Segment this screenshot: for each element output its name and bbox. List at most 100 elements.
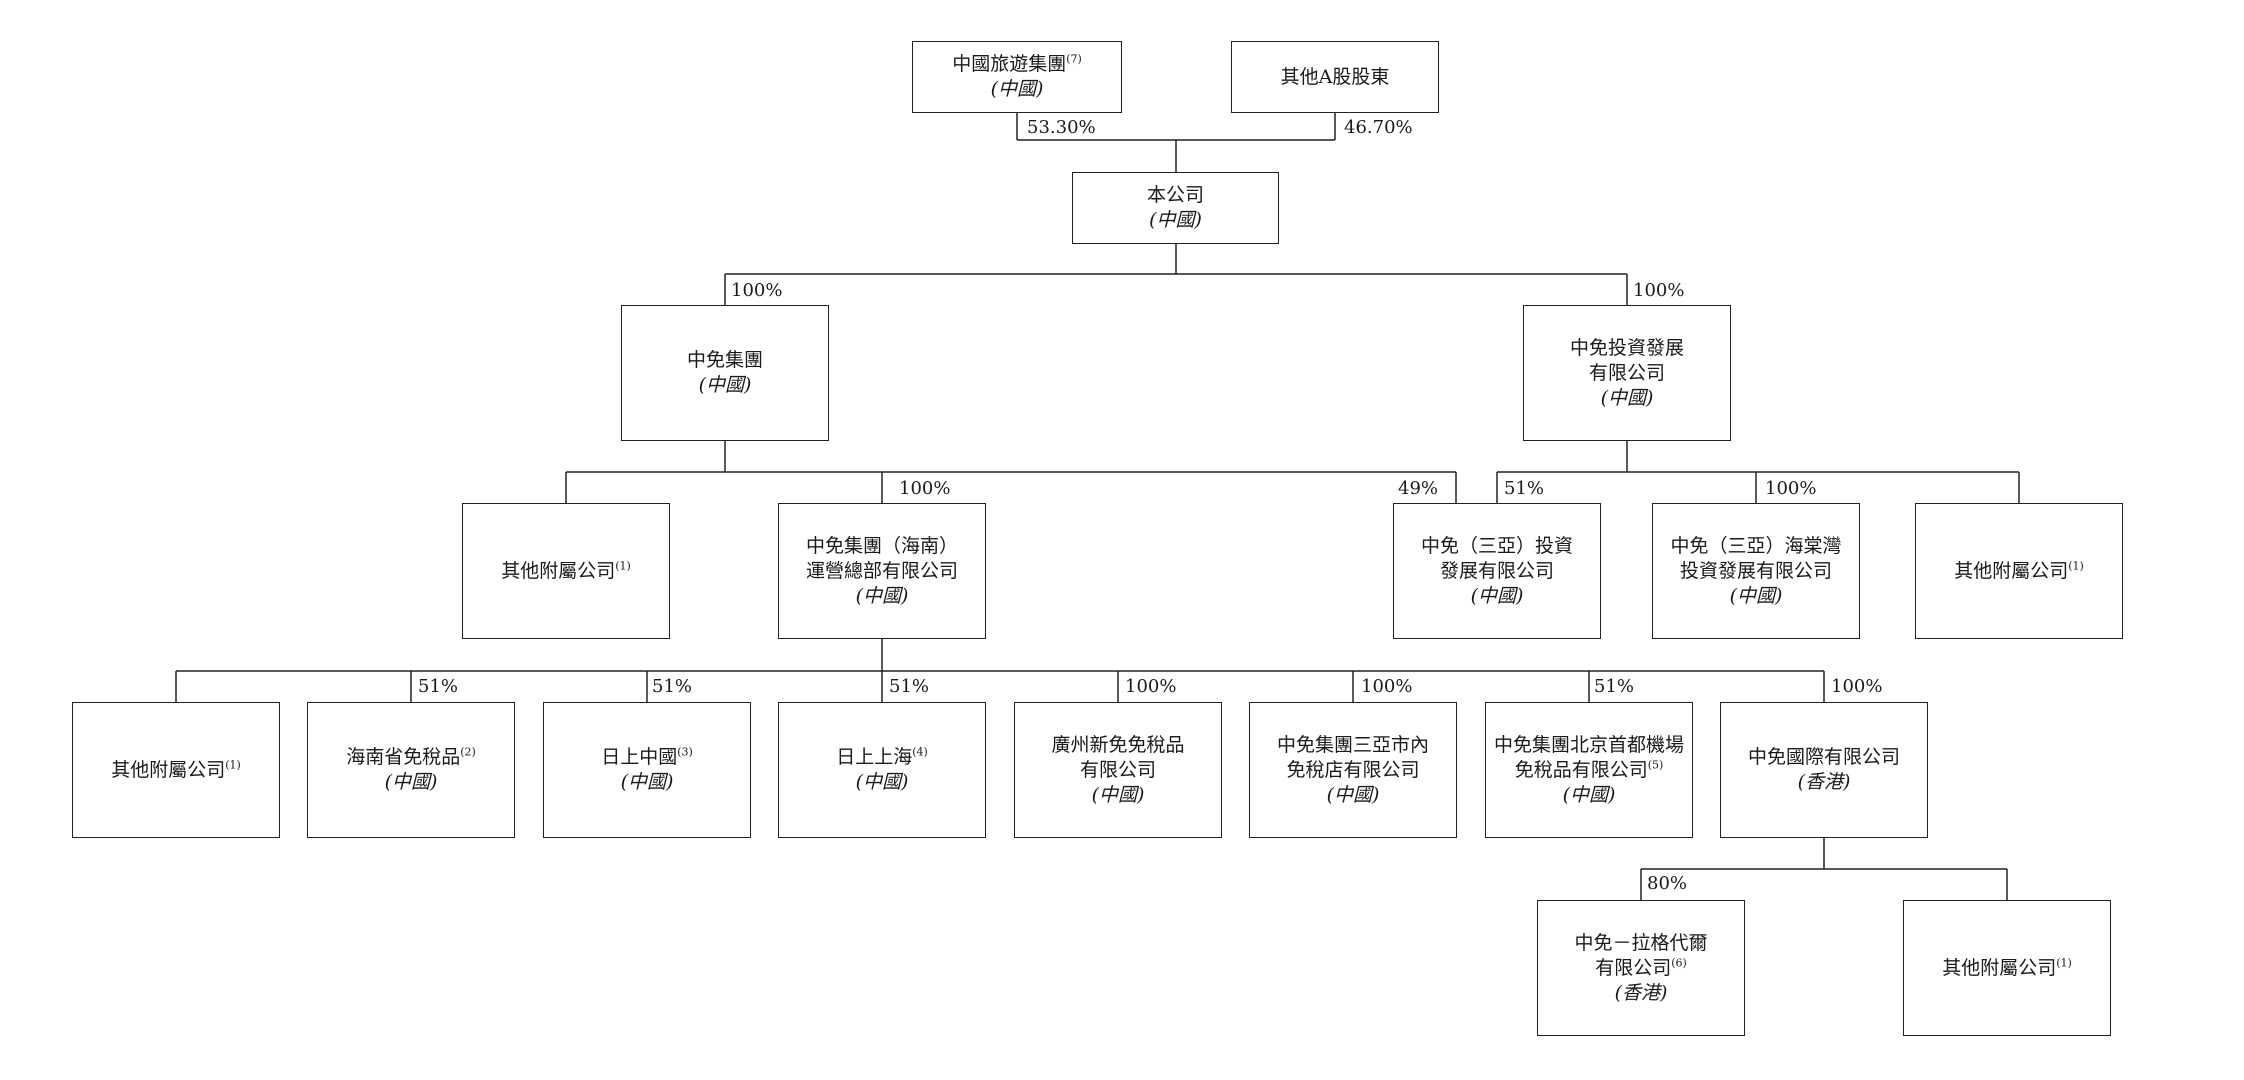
footnote-marker: (5) — [1647, 758, 1664, 772]
footnote-marker: (7) — [1066, 52, 1082, 66]
entity-name-text: 中免集團北京首都機場 免稅品有限公司 — [1493, 733, 1684, 781]
ownership-percentage: 51% — [1504, 478, 1545, 499]
entity-name: 中免集團北京首都機場 免稅品有限公司(5) — [1494, 733, 1684, 783]
entity-name: 日上上海(4) — [836, 745, 928, 770]
entity-name-text: 日上中國 — [601, 746, 678, 768]
entity-name: 中免集團（海南） 運營總部有限公司 — [806, 534, 958, 584]
entity-name: 中免國際有限公司 — [1748, 745, 1900, 770]
entity-name-text: 中免集團三亞市內 免稅店有限公司 — [1276, 733, 1429, 781]
entity-box-beijing: 中免集團北京首都機場 免稅品有限公司(5)(中國) — [1485, 702, 1693, 838]
footnote-marker: (1) — [2056, 956, 2072, 970]
footnote-marker: (3) — [677, 745, 693, 759]
ownership-percentage: 100% — [1361, 676, 1413, 697]
entity-name: 海南省免稅品(2) — [346, 745, 476, 770]
entity-location: (中國) — [1091, 783, 1145, 806]
ownership-percentage: 51% — [889, 676, 930, 697]
entity-location: (中國) — [990, 78, 1044, 100]
entity-name-text: 中免（三亞）海棠灣 投資發展有限公司 — [1670, 534, 1842, 582]
entity-location: (香港) — [1614, 981, 1668, 1004]
entity-box-other-sub-3: 其他附屬公司(1) — [72, 702, 280, 838]
entity-name: 中免集團 — [687, 348, 763, 373]
entity-name: 其他附屬公司(1) — [111, 758, 241, 783]
ownership-percentage: 100% — [1125, 676, 1177, 697]
entity-name-text: 中免集團 — [686, 349, 763, 371]
entity-name: 中免－拉格代爾 有限公司(6) — [1574, 931, 1707, 981]
entity-name-text: 其他A股股東 — [1280, 65, 1390, 88]
entity-box-sunrise-sh: 日上上海(4)(中國) — [778, 702, 986, 838]
entity-name-text: 中免集團（海南） 運營總部有限公司 — [805, 534, 958, 582]
ownership-percentage: 51% — [418, 676, 459, 697]
entity-box-other-sub-1: 其他附屬公司(1) — [462, 503, 670, 639]
ownership-percentage: 49% — [1398, 478, 1439, 499]
ownership-percentage: 53.30% — [1027, 117, 1096, 138]
entity-box-sanya-invest: 中免（三亞）投資 發展有限公司(中國) — [1393, 503, 1601, 639]
entity-box-cdf-hainan: 中免集團（海南） 運營總部有限公司(中國) — [778, 503, 986, 639]
ownership-percentage: 80% — [1647, 873, 1688, 894]
footnote-marker: (1) — [2068, 559, 2084, 573]
entity-name: 本公司 — [1147, 183, 1204, 208]
ownership-percentage: 46.70% — [1344, 117, 1413, 138]
entity-name-text: 海南省免稅品 — [346, 746, 461, 768]
entity-box-cdfg: 中免集團 (中國) — [621, 305, 829, 441]
entity-name: 日上中國(3) — [601, 745, 693, 770]
entity-name-text: 中免（三亞）投資 發展有限公司 — [1420, 534, 1573, 582]
entity-location: (中國) — [1600, 386, 1654, 409]
entity-box-other-sub-4: 其他附屬公司(1) — [1903, 900, 2111, 1036]
entity-box-cits: 中國旅遊集團(7)(中國) — [912, 41, 1122, 113]
entity-location: (中國) — [855, 771, 909, 793]
ownership-percentage: 100% — [731, 280, 783, 301]
footnote-marker: (1) — [225, 758, 241, 772]
entity-box-other-sub-2: 其他附屬公司(1) — [1915, 503, 2123, 639]
entity-location: (中國) — [1149, 209, 1202, 231]
entity-box-cdf-invest: 中免投資發展 有限公司(中國) — [1523, 305, 1731, 441]
entity-box-company: 本公司 (中國) — [1072, 172, 1279, 244]
entity-name: 其他附屬公司(1) — [1954, 559, 2084, 584]
footnote-marker: (6) — [1671, 956, 1687, 970]
entity-location: (中國) — [1562, 783, 1616, 806]
entity-name: 中免投資發展 有限公司 — [1570, 336, 1684, 386]
entity-location: (中國) — [855, 584, 909, 607]
entity-name-text: 本公司 — [1146, 184, 1204, 206]
entity-name-text: 其他附屬公司 — [501, 559, 616, 582]
entity-location: (中國) — [1470, 584, 1524, 607]
entity-box-lagardere: 中免－拉格代爾 有限公司(6)(香港) — [1537, 900, 1745, 1036]
entity-location: (中國) — [1326, 783, 1380, 806]
entity-name: 其他A股股東 — [1281, 65, 1390, 90]
entity-name-text: 中免國際有限公司 — [1747, 746, 1900, 768]
ownership-percentage: 51% — [1594, 676, 1635, 697]
entity-location: (中國) — [620, 771, 674, 793]
entity-name: 中國旅遊集團(7) — [952, 52, 1082, 77]
entity-box-sanya-city: 中免集團三亞市內 免稅店有限公司(中國) — [1249, 702, 1457, 838]
ownership-percentage: 100% — [1633, 280, 1685, 301]
entity-name: 中免集團三亞市內 免稅店有限公司 — [1277, 733, 1429, 783]
entity-name-text: 日上上海 — [836, 746, 913, 768]
entity-location: (香港) — [1797, 771, 1851, 793]
ownership-percentage: 100% — [1765, 478, 1817, 499]
entity-box-guangzhou: 廣州新免免稅品 有限公司(中國) — [1014, 702, 1222, 838]
entity-name-text: 其他附屬公司 — [1954, 559, 2069, 582]
ownership-percentage: 51% — [652, 676, 693, 697]
footnote-marker: (2) — [460, 745, 476, 759]
entity-box-sunrise-cn: 日上中國(3)(中國) — [543, 702, 751, 838]
entity-name-text: 其他附屬公司 — [1942, 956, 2057, 979]
ownership-percentage: 100% — [1831, 676, 1883, 697]
entity-name-text: 其他附屬公司 — [111, 758, 226, 781]
entity-name: 其他附屬公司(1) — [1942, 956, 2072, 981]
entity-name-text: 中免投資發展 有限公司 — [1569, 336, 1684, 384]
entity-box-haitang: 中免（三亞）海棠灣 投資發展有限公司(中國) — [1652, 503, 1860, 639]
entity-location: (中國) — [1729, 584, 1783, 607]
footnote-marker: (4) — [912, 745, 928, 759]
entity-box-hainan-dfs: 海南省免稅品(2)(中國) — [307, 702, 515, 838]
entity-name-text: 中國旅遊集團 — [952, 53, 1067, 75]
entity-name-text: 廣州新免免稅品 有限公司 — [1051, 733, 1185, 781]
entity-name: 其他附屬公司(1) — [501, 559, 631, 584]
entity-location: (中國) — [384, 771, 438, 793]
entity-name: 廣州新免免稅品 有限公司 — [1051, 733, 1184, 783]
entity-name: 中免（三亞）投資 發展有限公司 — [1421, 534, 1573, 584]
footnote-marker: (1) — [615, 559, 631, 573]
entity-box-other-a: 其他A股股東 — [1231, 41, 1439, 113]
entity-name-text: 中免－拉格代爾 有限公司 — [1574, 931, 1708, 979]
entity-location: (中國) — [698, 374, 752, 396]
